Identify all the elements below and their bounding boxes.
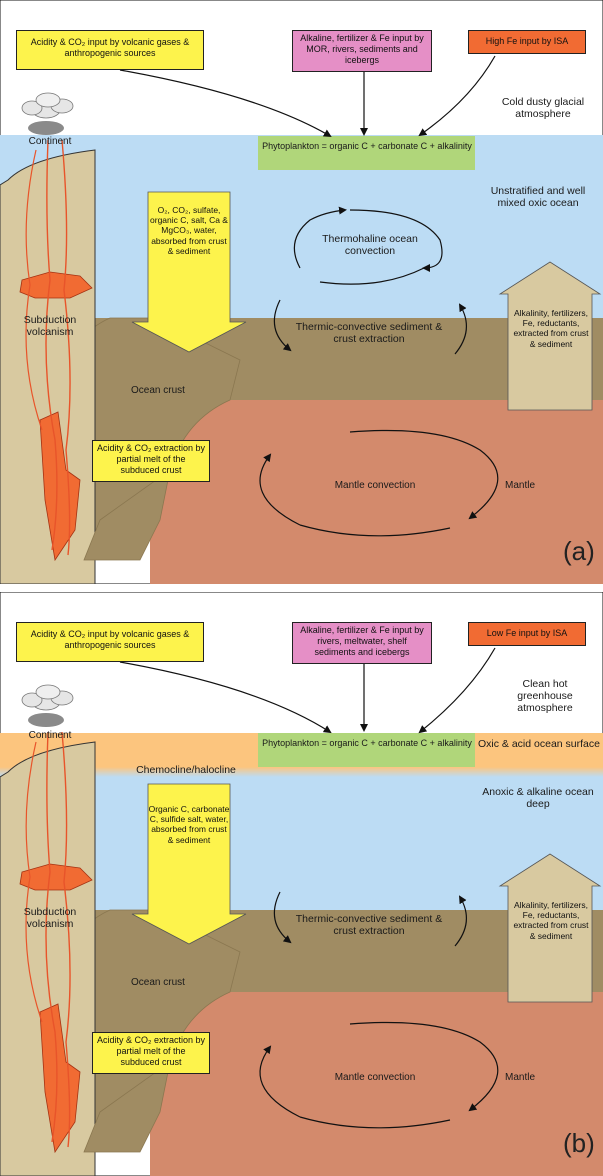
panel-a-letter: (a) xyxy=(563,536,595,566)
continent-label: Continent xyxy=(28,730,72,741)
atmosphere-label: Clean hot greenhouse atmosphere xyxy=(517,678,573,714)
mantle-area xyxy=(150,992,603,1176)
phytoplankton-rect xyxy=(258,136,475,170)
alkalinity-arrow-shape xyxy=(498,853,602,1003)
magma-chamber xyxy=(19,271,93,299)
chemocline-label: Chemocline/halocline xyxy=(136,764,236,776)
box-isa-input: Low Fe input by ISA xyxy=(468,622,586,646)
panel-b-letter: (b) xyxy=(563,1128,595,1158)
box-volcanic-input: Acidity & CO₂ input by volcanic gases & … xyxy=(16,30,204,70)
volcano-cloud xyxy=(21,92,74,135)
absorbed-arrow-text: Organic C, carbonate C, sulfide salt, wa… xyxy=(148,804,230,845)
box-volcanic-input: Acidity & CO₂ input by volcanic gases & … xyxy=(16,622,204,662)
thermohaline-label: Thermohaline ocean convection xyxy=(322,233,418,257)
panel-a: Acidity & CO₂ input by volcanic gases & … xyxy=(0,0,603,584)
deep-ocean-body xyxy=(0,777,603,917)
box-alkaline-input: Alkaline, fertilizer & Fe input by river… xyxy=(292,622,432,664)
mantle-convection-label: Mantle convection xyxy=(334,1072,416,1083)
panel-a-scene xyxy=(0,0,603,584)
phytoplankton-label: Phytoplankton = organic C + carbonate C … xyxy=(262,141,472,151)
mantle-label: Mantle xyxy=(504,1072,535,1083)
box-extraction: Acidity & CO₂ extraction by partial melt… xyxy=(92,440,210,482)
alkalinity-arrow-text: Alkalinity, fertilizers, Fe, reductants,… xyxy=(513,900,589,941)
box-isa-input: High Fe input by ISA xyxy=(468,30,586,54)
absorbed-arrow-text: O₂, CO₂, sulfate, organic C, salt, Ca & … xyxy=(150,205,228,256)
sediment-convection-label: Thermic-convective sediment & crust extr… xyxy=(295,913,443,937)
mantle-area xyxy=(150,400,603,584)
panel-b: Acidity & CO₂ input by volcanic gases & … xyxy=(0,592,603,1176)
continent-label: Continent xyxy=(28,136,72,147)
subduction-label: Subduction volcanism xyxy=(23,314,77,338)
box-extraction: Acidity & CO₂ extraction by partial melt… xyxy=(92,1032,210,1074)
subduction-label: Subduction volcanism xyxy=(23,906,77,930)
volcano-cloud xyxy=(21,684,74,727)
absorbed-arrow-shape xyxy=(131,191,247,353)
absorbed-arrow-shape xyxy=(131,783,247,945)
atmosphere-label: Cold dusty glacial atmosphere xyxy=(501,96,585,120)
panel-b-scene xyxy=(0,592,603,1176)
mantle-label: Mantle xyxy=(504,480,535,491)
phytoplankton-rect xyxy=(258,733,475,767)
anoxic-deep-label: Anoxic & alkaline ocean deep xyxy=(482,786,594,810)
phytoplankton-label: Phytoplankton = organic C + carbonate C … xyxy=(262,738,472,748)
ocean-crust-label: Ocean crust xyxy=(131,977,185,988)
sediment-convection-label: Thermic-convective sediment & crust extr… xyxy=(295,321,443,345)
mantle-convection-label: Mantle convection xyxy=(334,480,416,491)
oxic-surface-label: Oxic & acid ocean surface xyxy=(478,738,600,750)
magma-chamber xyxy=(19,863,93,891)
box-alkaline-input: Alkaline, fertilizer & Fe input by MOR, … xyxy=(292,30,432,72)
ocean-crust-label: Ocean crust xyxy=(131,385,185,396)
alkalinity-arrow-text: Alkalinity, fertilizers, Fe, reductants,… xyxy=(513,308,589,349)
alkalinity-arrow-shape xyxy=(498,261,602,411)
ocean-state-label: Unstratified and well mixed oxic ocean xyxy=(490,185,586,209)
